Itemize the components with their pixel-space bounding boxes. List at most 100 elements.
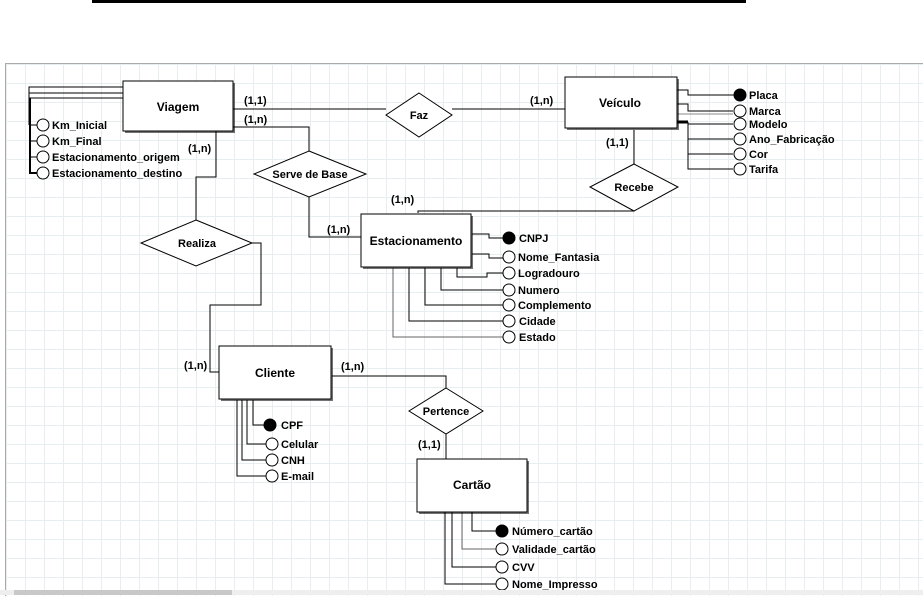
cardinality-label: (1,1) xyxy=(606,137,629,149)
attribute[interactable]: Numero xyxy=(502,283,560,297)
estacionamento-attr-line xyxy=(472,233,503,239)
connector-lines xyxy=(28,86,735,585)
attribute[interactable]: Marca xyxy=(733,104,782,118)
relationship-faz[interactable]: Faz xyxy=(385,92,453,138)
cardinality-label: (1,n) xyxy=(341,361,365,373)
attribute[interactable]: CVV xyxy=(495,560,535,574)
cliente-attributes: CPF Celular CNH E-mail xyxy=(263,418,319,483)
attribute[interactable]: Km_Inicial xyxy=(36,118,107,132)
attribute-circle-icon xyxy=(502,283,516,297)
viagem-attr-line xyxy=(29,98,37,174)
attribute-label: Cor xyxy=(749,149,769,161)
attribute-label: CNH xyxy=(281,455,305,467)
horizontal-scrollbar-thumb[interactable] xyxy=(14,590,232,595)
cardinality-label: (1,n) xyxy=(184,360,208,372)
attribute[interactable]: Tarifa xyxy=(733,162,779,176)
attribute[interactable]: Modelo xyxy=(733,117,788,131)
veiculo-attributes: Placa Marca Modelo Ano_Fabricação Cor Ta… xyxy=(733,88,835,176)
key-attribute[interactable]: CPF xyxy=(263,418,303,432)
relationship-recebe[interactable]: Recebe xyxy=(588,163,680,212)
cardinality-label: (1,n) xyxy=(244,114,268,126)
attribute-label: Estacionamento_origem xyxy=(52,152,180,164)
attribute[interactable]: Estacionamento_destino xyxy=(36,166,182,180)
attribute-circle-icon xyxy=(502,266,516,280)
viagem-attr-line xyxy=(30,124,37,158)
entity-name: Cartão xyxy=(453,478,491,492)
attribute[interactable]: Estacionamento_origem xyxy=(36,150,180,164)
attribute-label: Km_Final xyxy=(52,136,102,148)
relationship-serve-de-base[interactable]: Serve de Base xyxy=(252,150,368,198)
key-attribute[interactable]: Placa xyxy=(733,88,779,102)
attribute[interactable]: Logradouro xyxy=(502,266,580,280)
attribute-label: Ano_Fabricação xyxy=(749,134,835,146)
attribute-circle-icon xyxy=(36,150,50,164)
estacionamento-attributes: CNPJ Nome_Fantasia Logradouro Numero Com… xyxy=(502,231,600,344)
cardinality-label: (1,n) xyxy=(530,95,554,107)
attribute-circle-icon xyxy=(495,577,509,591)
relationship-pertence[interactable]: Pertence xyxy=(408,387,484,435)
attribute[interactable]: Estado xyxy=(502,330,556,344)
estacionamento-attr-line xyxy=(440,268,503,291)
key-attribute-icon xyxy=(733,88,747,102)
attribute[interactable]: Cidade xyxy=(502,314,556,328)
entity-cartao[interactable]: Cartão xyxy=(416,458,529,514)
attribute-circle-icon xyxy=(502,250,516,264)
attribute[interactable]: Ano_Fabricação xyxy=(733,132,835,146)
cartao-attr-line xyxy=(471,512,496,532)
key-attribute[interactable]: CNPJ xyxy=(502,231,548,245)
relationship-name: Realiza xyxy=(178,238,217,250)
entity-veiculo[interactable]: Veículo xyxy=(564,76,679,130)
estacionamento-attr-line xyxy=(408,268,503,322)
attribute-circle-icon xyxy=(502,298,516,312)
cliente-attr-line xyxy=(236,400,266,477)
attribute[interactable]: Nome_Impresso xyxy=(495,577,598,591)
viagem-attributes: Km_Inicial Km_Final Estacionamento_orige… xyxy=(36,118,182,180)
serve-de-base-line xyxy=(308,197,361,238)
key-attribute[interactable]: Número_cartão xyxy=(495,524,593,538)
attribute-label: Complemento xyxy=(518,300,592,312)
entity-name: Estacionamento xyxy=(370,234,463,248)
attribute-label: Modelo xyxy=(749,119,788,131)
attribute[interactable]: Cor xyxy=(733,147,769,161)
estacionamento-attr-line xyxy=(456,268,503,278)
attribute-label: Km_Inicial xyxy=(52,120,107,132)
attribute[interactable]: Celular xyxy=(265,437,319,451)
cardinality-label: (1,1) xyxy=(244,95,267,107)
attribute-label: Estacionamento_destino xyxy=(52,168,182,180)
horizontal-scrollbar[interactable] xyxy=(0,590,923,595)
key-attribute-icon xyxy=(502,231,516,245)
entity-cliente[interactable]: Cliente xyxy=(218,345,333,401)
relationship-realiza[interactable]: Realiza xyxy=(139,219,254,267)
recebe-line xyxy=(417,210,634,213)
entity-viagem[interactable]: Viagem xyxy=(122,80,235,133)
attribute-label: Validade_cartão xyxy=(512,544,596,556)
attribute-label: CNPJ xyxy=(519,233,548,245)
attribute-label: Nome_Fantasia xyxy=(518,252,600,264)
relationship-name: Recebe xyxy=(614,182,653,194)
cardinality-label: (1,n) xyxy=(327,224,351,236)
attribute-label: Tarifa xyxy=(749,164,779,176)
attribute[interactable]: Km_Final xyxy=(36,134,102,148)
veiculo-attr-line xyxy=(677,89,735,96)
attribute-circle-icon xyxy=(502,314,516,328)
attribute-circle-icon xyxy=(36,166,50,180)
cardinality-label: (1,n) xyxy=(391,194,415,206)
attribute[interactable]: E-mail xyxy=(265,469,314,483)
attribute[interactable]: CNH xyxy=(265,453,305,467)
attribute-label: Nome_Impresso xyxy=(512,579,598,591)
attribute[interactable]: Complemento xyxy=(502,298,592,312)
attribute-circle-icon xyxy=(733,132,747,146)
entity-name: Viagem xyxy=(157,100,199,114)
cartao-attributes: Número_cartão Validade_cartão CVV Nome_I… xyxy=(495,524,598,591)
attribute-label: E-mail xyxy=(281,471,314,483)
attribute-label: Marca xyxy=(749,106,782,118)
attribute-label: Número_cartão xyxy=(512,526,593,538)
attribute[interactable]: Validade_cartão xyxy=(495,542,596,556)
attribute[interactable]: Nome_Fantasia xyxy=(502,250,600,264)
estacionamento-attr-line xyxy=(472,253,503,259)
entity-estacionamento[interactable]: Estacionamento xyxy=(360,213,473,269)
attribute-circle-icon xyxy=(495,560,509,574)
estacionamento-attr-line xyxy=(424,268,503,306)
page-header-rule xyxy=(92,0,746,3)
